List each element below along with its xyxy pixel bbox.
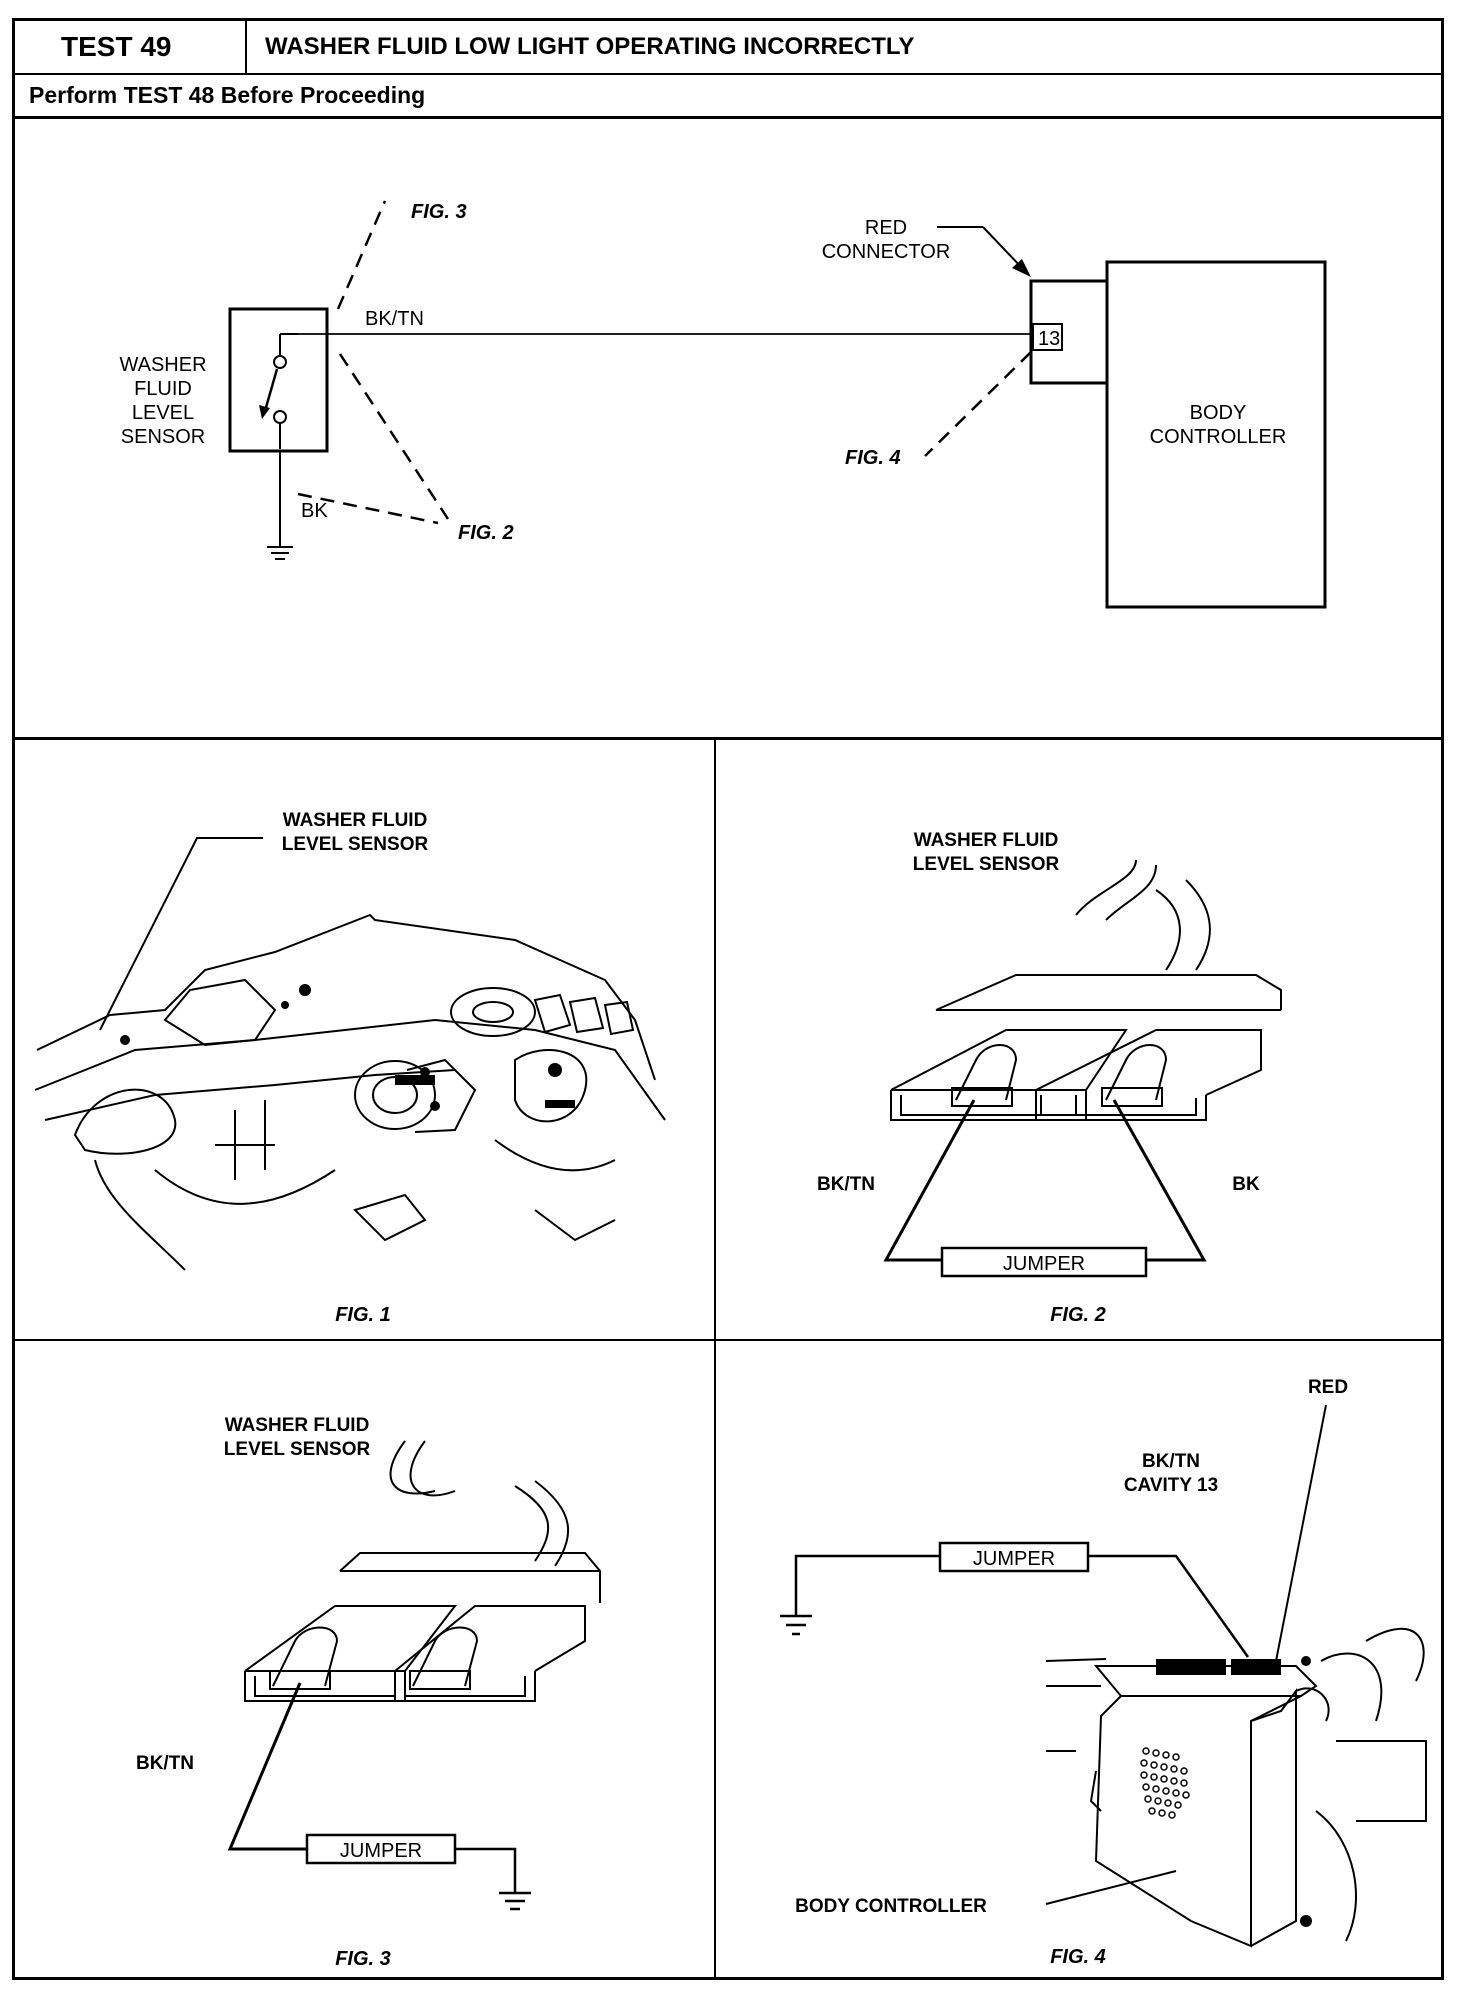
fig4-cavity-label-1: BK/TN — [1142, 1451, 1200, 1472]
fig4-callout-line — [924, 351, 1032, 457]
fig4-jumper-label: JUMPER — [973, 1548, 1055, 1570]
test-number: TEST 49 — [15, 21, 247, 73]
fig2-callout-1: WASHER FLUID — [914, 830, 1059, 851]
fig2-panel: WASHER FLUID LEVEL SENSOR J — [716, 740, 1441, 1339]
fig1-caption: FIG. 1 — [335, 1304, 391, 1326]
fig2-callout-line-b — [297, 492, 439, 525]
fig3-jumper-box — [305, 1833, 457, 1865]
fig4-red-leader — [1275, 1404, 1327, 1662]
fig4-connector-pins — [1156, 1656, 1312, 1927]
switch-arm — [263, 368, 279, 412]
fig2-connector-body — [890, 859, 1282, 1121]
wiring-schematic: WASHER FLUID LEVEL SENSOR BK/TN BK FIG. … — [119, 200, 1327, 609]
fig3-jumper-label: JUMPER — [340, 1840, 422, 1862]
fig2-jumper-box — [940, 1246, 1148, 1278]
test-sheet: TEST 49 WASHER FLUID LOW LIGHT OPERATING… — [12, 18, 1444, 1980]
bk-tn-label: BK/TN — [365, 308, 424, 330]
fig4-controller-illustration: RED BK/TN CAVITY 13 JUMPER — [780, 1377, 1427, 1968]
fig4-jumper-wire — [1088, 1554, 1250, 1658]
fig4-vent-holes — [1140, 1747, 1190, 1819]
sensor-box — [228, 307, 329, 453]
fig4-controller-label: BODY CONTROLLER — [795, 1896, 987, 1917]
sensor-label-2: FLUID — [134, 378, 192, 400]
connector-label-2: CONNECTOR — [822, 241, 951, 263]
switch-contact-top — [273, 355, 287, 369]
engine-bay-shading — [120, 984, 575, 1111]
connector-arrow — [982, 226, 1024, 270]
fig3-panel: WASHER FLUID LEVEL SENSOR JUMPER — [15, 1341, 714, 1977]
fig4-controller-leader — [1045, 1870, 1177, 1905]
fig3-callout-1: WASHER FLUID — [225, 1415, 370, 1436]
sensor-label-1: WASHER — [119, 354, 206, 376]
controller-label-1: BODY — [1190, 402, 1247, 424]
fig4-jumper-box — [938, 1541, 1090, 1573]
fig3-connector-body — [244, 1440, 601, 1702]
fig1-leader — [99, 837, 263, 1031]
fig4-cavity-label-2: CAVITY 13 — [1124, 1475, 1218, 1496]
fig2-caption: FIG. 2 — [1050, 1304, 1106, 1326]
cavity-number: 13 — [1038, 328, 1060, 350]
schematic-panel: WASHER FLUID LEVEL SENSOR BK/TN BK FIG. … — [15, 119, 1441, 737]
fig1-engine-bay-illustration: WASHER FLUID LEVEL SENSOR — [34, 810, 666, 1326]
switch-contact-bottom — [273, 410, 287, 424]
sensor-label-4: SENSOR — [121, 426, 205, 448]
prerequisite-note: Perform TEST 48 Before Proceeding — [15, 73, 1441, 119]
divider-rows — [15, 1339, 1441, 1341]
fig3-jumper-wire — [227, 1682, 307, 1851]
fig3-callout-line — [336, 200, 387, 310]
fig4-panel: RED BK/TN CAVITY 13 JUMPER — [716, 1341, 1441, 1977]
fig2-callout-line-a — [338, 353, 450, 520]
fig1-callout-1: WASHER FLUID — [283, 810, 428, 831]
test-title: WASHER FLUID LOW LIGHT OPERATING INCORRE… — [265, 33, 915, 60]
switch-arrow — [259, 405, 270, 419]
fig2-reference: FIG. 2 — [458, 522, 514, 544]
fig4-red-label: RED — [1308, 1377, 1348, 1398]
fig1-callout-2: LEVEL SENSOR — [282, 834, 429, 855]
fig4-controller-body — [1045, 1627, 1427, 1948]
fig4-ground-wire — [794, 1554, 816, 1616]
controller-label-2: CONTROLLER — [1150, 426, 1287, 448]
fig4-reference: FIG. 4 — [845, 447, 901, 469]
fig2-connector-illustration: WASHER FLUID LEVEL SENSOR J — [817, 830, 1282, 1326]
fig2-jumper-wire-left — [883, 1099, 976, 1262]
fig3-reference: FIG. 3 — [411, 201, 467, 223]
fig4-caption: FIG. 4 — [1050, 1946, 1106, 1968]
divider-schematic — [15, 737, 1441, 740]
bk-label: BK — [301, 500, 328, 522]
fig2-right-wire-label: BK — [1232, 1174, 1260, 1195]
engine-bay-sketch — [34, 913, 666, 1271]
divider-columns — [714, 737, 716, 1977]
fig2-callout-2: LEVEL SENSOR — [913, 854, 1060, 875]
connector-label-1: RED — [865, 217, 907, 239]
fig1-panel: WASHER FLUID LEVEL SENSOR — [15, 740, 714, 1339]
cavity-13-box — [1032, 323, 1063, 351]
fig3-callout-2: LEVEL SENSOR — [224, 1439, 371, 1460]
fig2-jumper-label: JUMPER — [1003, 1253, 1085, 1275]
fig3-ground-wire — [455, 1847, 517, 1893]
fig3-wire-label: BK/TN — [136, 1753, 194, 1774]
header-row: TEST 49 WASHER FLUID LOW LIGHT OPERATING… — [15, 21, 1441, 75]
fig2-jumper-wire-right — [1112, 1099, 1207, 1262]
fig3-connector-illustration: WASHER FLUID LEVEL SENSOR JUMPER — [136, 1415, 601, 1970]
body-controller-box — [1105, 260, 1327, 609]
sensor-label-3: LEVEL — [132, 402, 194, 424]
fig2-left-wire-label: BK/TN — [817, 1174, 875, 1195]
fig3-caption: FIG. 3 — [335, 1948, 391, 1970]
